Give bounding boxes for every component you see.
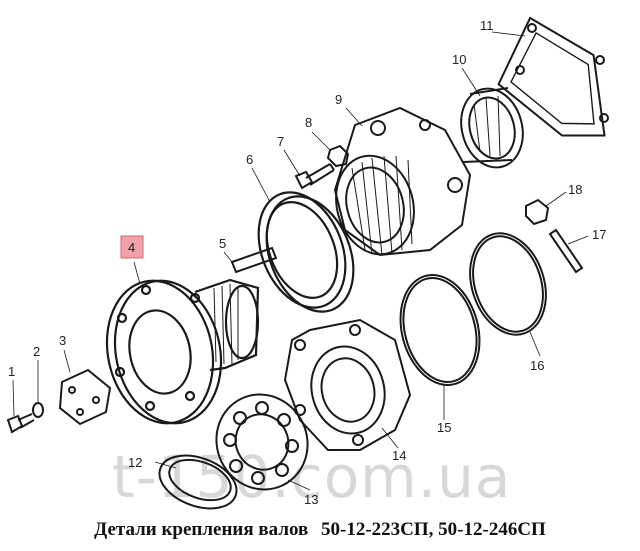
highlight-part-4 — [120, 235, 144, 259]
label-part-16: 16 — [530, 358, 544, 373]
part-18-plug — [525, 198, 550, 226]
label-part-2: 2 — [33, 344, 40, 359]
label-part-3: 3 — [59, 333, 66, 348]
label-part-9: 9 — [335, 92, 342, 107]
leader-lines — [12, 31, 589, 491]
diagram-caption: Детали крепления валов 50-12-223СП, 50-1… — [0, 519, 640, 541]
part-10-bearing — [460, 87, 524, 169]
label-part-18: 18 — [568, 182, 582, 197]
label-part-12: 12 — [128, 455, 142, 470]
part-12-seal — [158, 454, 238, 510]
label-part-1: 1 — [8, 364, 15, 379]
label-part-7: 7 — [277, 134, 284, 149]
label-part-11: 11 — [480, 18, 494, 33]
label-part-13: 13 — [304, 492, 318, 507]
part-2-washer — [32, 402, 44, 418]
label-part-5: 5 — [219, 236, 226, 251]
part-11-gasket — [497, 16, 609, 137]
caption-title: Детали крепления валов — [94, 519, 309, 540]
part-8-nut — [326, 144, 350, 168]
label-part-14: 14 — [392, 448, 406, 463]
label-part-15: 15 — [437, 420, 451, 435]
part-5-key — [230, 246, 278, 274]
label-part-8: 8 — [305, 115, 312, 130]
part-1-bolt — [6, 413, 35, 434]
label-part-6: 6 — [246, 152, 253, 167]
part-14-housing — [283, 318, 412, 451]
part-4-flange — [105, 278, 260, 425]
part-16-o-ring — [469, 232, 547, 336]
label-part-10: 10 — [452, 52, 466, 67]
part-17-pin — [548, 228, 584, 274]
label-part-4: 4 — [128, 240, 135, 255]
part-7-bolt — [294, 163, 335, 190]
part-6-seal — [257, 191, 355, 313]
part-9-housing — [333, 106, 472, 257]
part-15-o-ring — [399, 274, 481, 386]
part-3-plate — [58, 368, 112, 426]
caption-codes: 50-12-223СП, 50-12-246СП — [321, 519, 546, 540]
label-part-17: 17 — [592, 227, 606, 242]
part-13-bearing — [215, 393, 309, 491]
